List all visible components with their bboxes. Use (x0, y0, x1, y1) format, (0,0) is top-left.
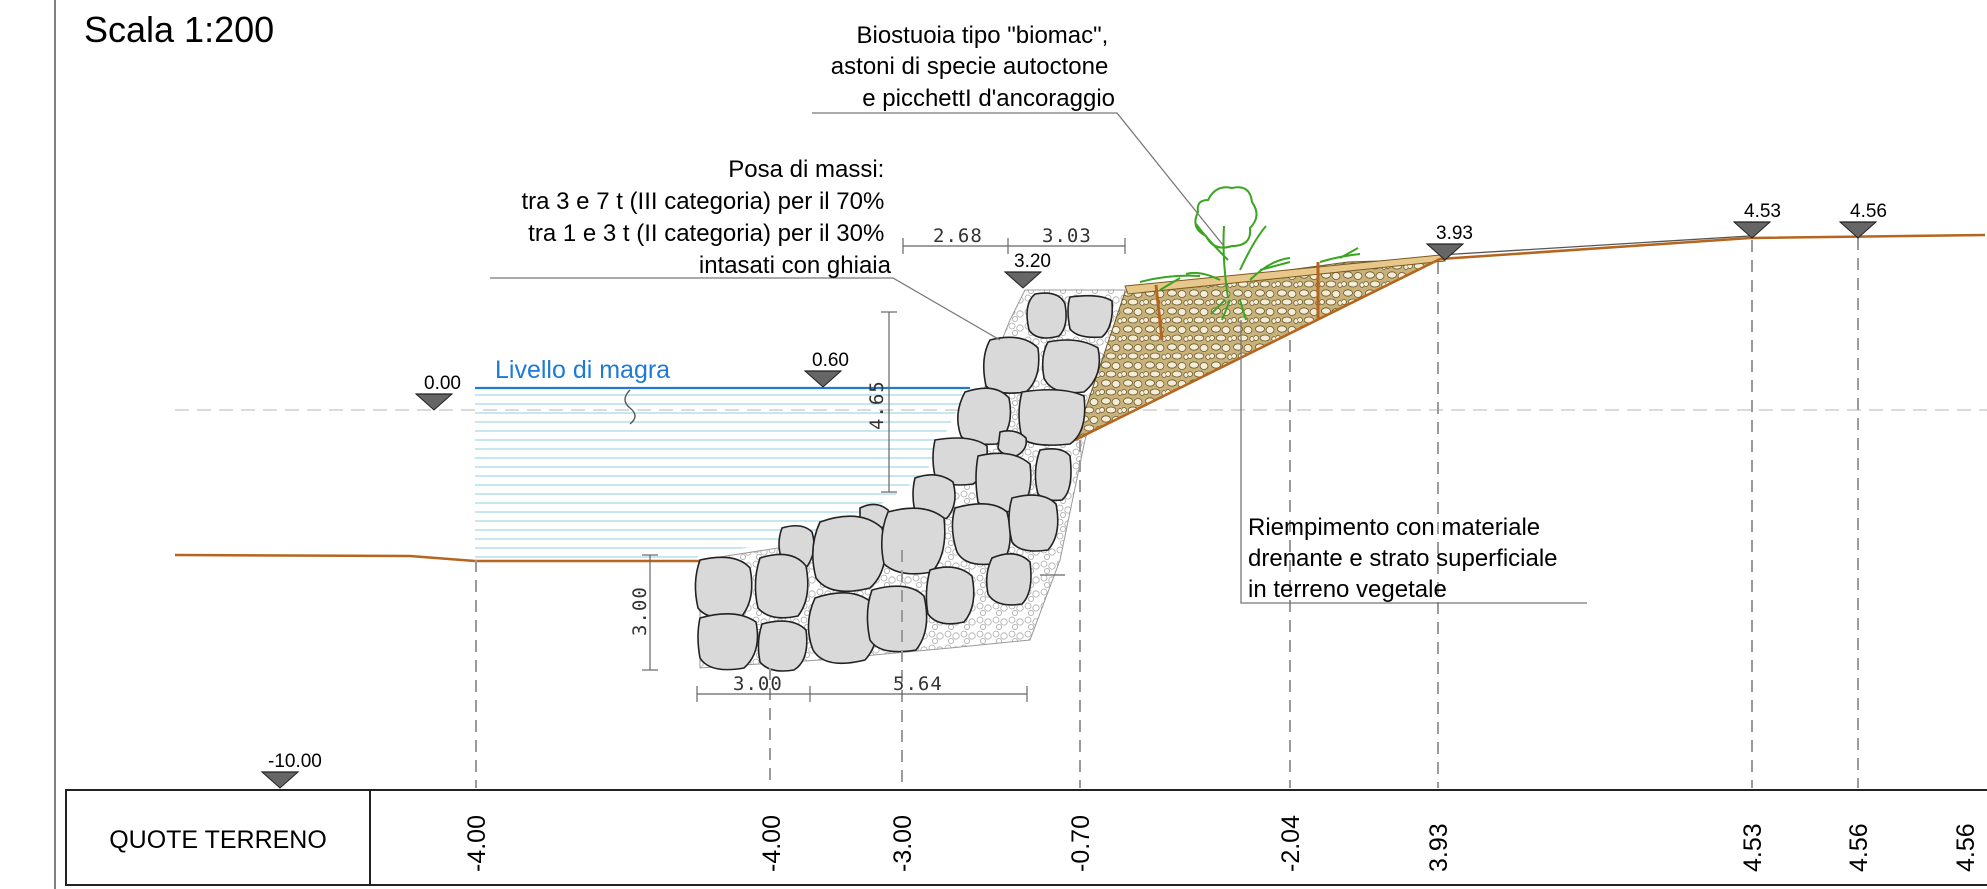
topsoil-layer (1124, 254, 1446, 295)
level-marker-3-20: 3.20 (1003, 251, 1051, 289)
quote-values: -4.00 -4.00 -3.00 -0.70 -2.04 3.93 4.53 … (463, 815, 1980, 872)
dimension-height-block: 4.65 (866, 311, 897, 493)
level-marker-3-93: 3.93 (1425, 223, 1473, 261)
note-massi-line-1: Posa di massi: (728, 156, 884, 183)
level-label-minus-10-00: -10.00 (268, 751, 322, 772)
quote-table-frame (65, 789, 1987, 886)
water-level-label: Livello di magra (495, 356, 670, 384)
water-wave-icon (624, 389, 636, 425)
dimension-top-right: 3.03 (1042, 225, 1092, 247)
boulder-group (694, 292, 1114, 672)
level-label-3-93: 3.93 (1436, 223, 1473, 244)
level-triangle-icon (1732, 221, 1772, 239)
quote-value: 4.56 (1952, 823, 1980, 872)
level-label-4-53: 4.53 (1744, 201, 1781, 222)
note-biostuoia-line-1: Biostuoia tipo "biomac", (856, 22, 1108, 49)
level-triangle-icon (1003, 271, 1043, 289)
level-triangle-icon (803, 370, 843, 388)
note-massi-line-2: tra 3 e 7 t (III categoria) per il 70% (521, 188, 884, 215)
level-label-4-56: 4.56 (1850, 201, 1887, 222)
quote-value: -3.00 (889, 815, 917, 872)
quote-table: QUOTE TERRENO -4.00 -4.00 -3.00 -0.70 -2… (65, 789, 1987, 886)
ground-profile-line (174, 553, 700, 563)
level-triangle-icon (260, 771, 300, 789)
biomat-line (1439, 235, 1751, 256)
note-massi: Posa di massi: tra 3 e 7 t (III categori… (521, 156, 891, 279)
level-label-3-20: 3.20 (1014, 251, 1051, 272)
note-massi-line-4: intasati con ghiaia (699, 252, 892, 279)
note-riempimento-line-1: Riempimento con materiale (1248, 514, 1540, 541)
leader-massi (490, 277, 1001, 341)
note-riempimento-line-3: in terreno vegetale (1248, 576, 1447, 603)
quote-value: 4.56 (1845, 823, 1873, 872)
level-label-0-60: 0.60 (812, 350, 849, 371)
quote-value: -2.04 (1277, 815, 1305, 872)
dimension-base-right: 5.64 (893, 673, 943, 695)
dimension-top-left: 2.68 (933, 225, 983, 247)
dimension-base: 3.00 5.64 (696, 673, 1028, 702)
level-marker-4-53: 4.53 (1732, 201, 1781, 239)
level-triangle-icon (414, 393, 454, 411)
quote-value: -4.00 (463, 815, 491, 872)
quote-value: -4.00 (758, 815, 786, 872)
level-marker-minus-10-00: -10.00 (260, 751, 322, 789)
level-marker-4-56: 4.56 (1838, 201, 1887, 239)
note-massi-line-3: tra 1 e 3 t (II categoria) per il 30% (528, 220, 884, 247)
quote-table-header: QUOTE TERRENO (109, 826, 327, 854)
note-biostuoia-line-2: astoni di specie autoctone (831, 53, 1109, 80)
note-biostuoia-line-3: e picchettI d'ancoraggio (862, 85, 1115, 112)
note-riempimento: Riempimento con materiale drenante e str… (1248, 514, 1564, 603)
leader-biostuoia (812, 112, 1224, 246)
shrub-icon (1139, 186, 1361, 321)
leader-riempimento (1240, 320, 1587, 604)
quote-value: 4.53 (1739, 823, 1767, 872)
level-marker-0-00: 0.00 (414, 373, 461, 411)
dimension-top: 2.68 3.03 (902, 225, 1126, 254)
scale-title: Scala 1:200 (84, 9, 274, 50)
note-riempimento-line-2: drenante e strato superficiale (1248, 545, 1558, 572)
slope-profile-line (1074, 233, 1986, 442)
quote-value: -0.70 (1067, 815, 1095, 872)
level-marker-0-60: 0.60 (803, 350, 849, 388)
quote-value: 3.93 (1425, 823, 1453, 872)
quote-guide-lines (475, 238, 1859, 788)
dimension-height-base-label: 3.00 (629, 586, 651, 636)
level-label-0-00: 0.00 (424, 373, 461, 394)
dimension-base-left: 3.00 (733, 673, 783, 695)
note-biostuoia: Biostuoia tipo "biomac", astoni di speci… (831, 22, 1115, 112)
dimension-height-block-label: 4.65 (866, 380, 888, 430)
stake-left (1154, 284, 1164, 341)
dimension-height-base: 3.00 (629, 554, 658, 671)
